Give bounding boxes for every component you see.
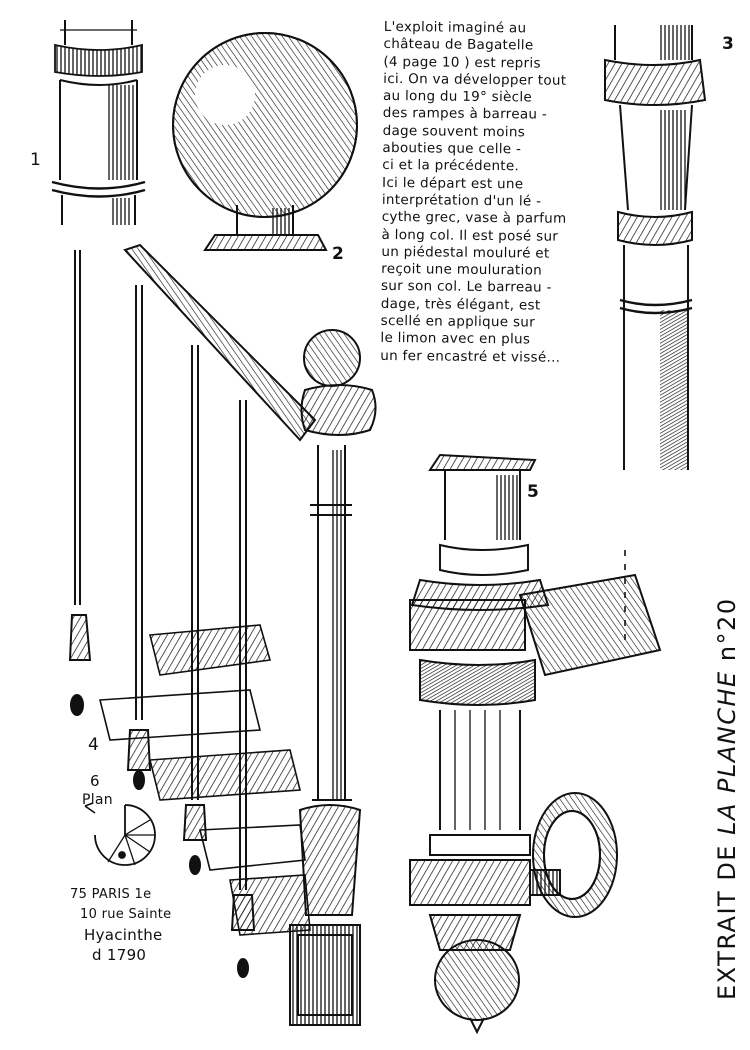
address-line-1: 75 PARIS 1e <box>70 887 152 902</box>
annotation-line: interprétation d'un lé - <box>381 191 542 210</box>
fig3-tall-baluster <box>604 25 707 470</box>
address-line-4: d 1790 <box>92 946 147 964</box>
annotation-line: ci et la précédente. <box>382 157 520 175</box>
fig6-plan-diagram <box>84 802 156 866</box>
address-line-2: 10 rue Sainte <box>80 907 172 922</box>
annotation-line: reçoit une mouluration <box>381 261 543 279</box>
figure-number-4: 4 <box>88 735 100 755</box>
annotation-line: au long du 19° siècle <box>382 88 533 106</box>
annotation-line: des rampes à barreau - <box>382 105 548 124</box>
annotation-line: Ici le départ est une <box>382 174 524 193</box>
figure-number-3: 3 <box>722 34 735 54</box>
annotation-line: un fer encastré et vissé... <box>380 347 561 366</box>
annotation-line: château de Bagatelle <box>383 36 534 54</box>
plate-label-part3: n°20 <box>713 597 741 671</box>
annotation-line: dage souvent moins <box>382 122 526 141</box>
annotation-line: le limon avec en plus <box>380 330 531 348</box>
plate-reference-label: EXTRAIT DE LA PLANCHE n°20 <box>713 597 741 1000</box>
figure-number-5: 5 <box>527 482 540 502</box>
annotation-line: (4 page 10 ) est repris <box>383 53 541 72</box>
plate-label-part1: EXTRAIT DE <box>713 834 741 1000</box>
address-block: 75 PARIS 1e 10 rue Sainte Hyacinthe d 17… <box>70 885 171 965</box>
annotation-line: à long col. Il est posé sur <box>381 226 559 245</box>
fig1-baluster-detail <box>51 20 146 225</box>
address-line-3: Hyacinthe <box>84 926 163 944</box>
plate-label-part2: LA PLANCHE <box>713 670 741 835</box>
annotation-line: L'exploit imaginé au <box>383 18 527 37</box>
annotation-line: dage, très élégant, est <box>380 295 541 314</box>
plan-label: Plan <box>82 792 113 808</box>
figure-number-1: 1 <box>30 150 42 170</box>
fig2-ball-finial <box>172 32 358 251</box>
fig4-staircase <box>68 243 377 1026</box>
figure-number-2: 2 <box>332 244 345 264</box>
annotation-line: cythe grec, vase à parfum <box>381 209 567 228</box>
annotation-text-block: L'exploit imaginé au château de Bagatell… <box>380 19 596 367</box>
annotation-line: abouties que celle - <box>382 139 522 158</box>
annotation-line: sur son col. Le barreau - <box>380 278 552 297</box>
annotation-line: un piédestal mouluré et <box>381 243 550 262</box>
annotation-line: scellé en applique sur <box>380 312 536 331</box>
figure-number-6: 6 <box>90 772 100 790</box>
fig5-bracket-baluster <box>409 453 662 1035</box>
annotation-line: ici. On va développer tout <box>383 70 567 89</box>
